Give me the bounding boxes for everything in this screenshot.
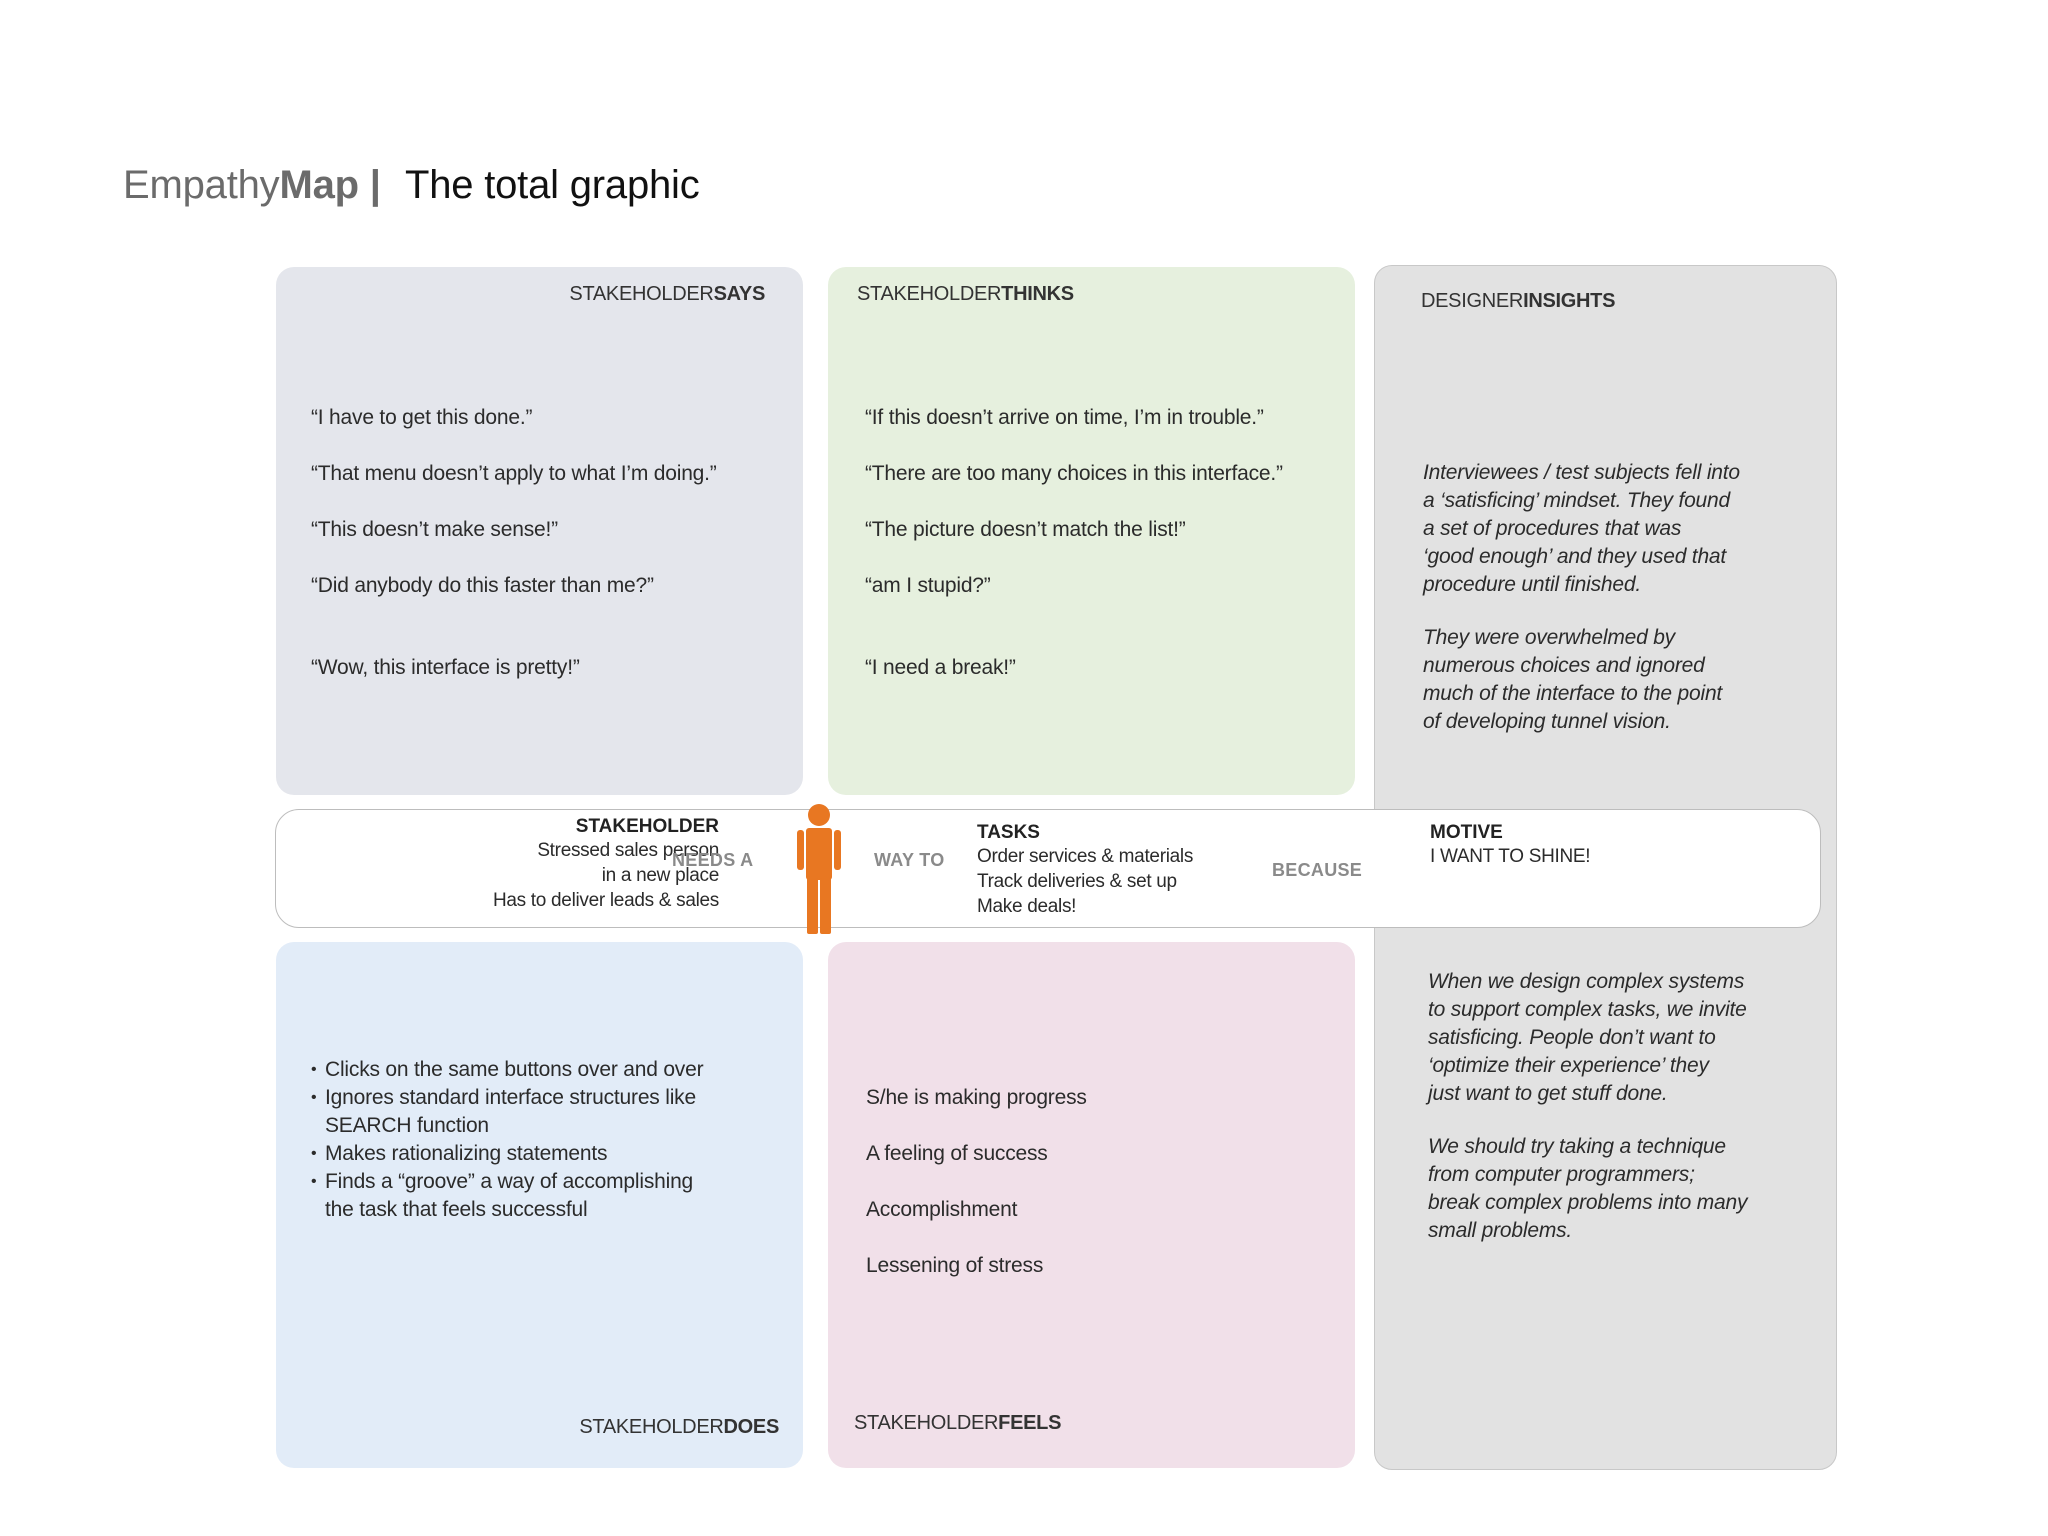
stakeholder-band: STAKEHOLDER Stressed sales person in a n… [275, 809, 1821, 928]
stakeholder-description: Stressed sales person in a new place Has… [493, 838, 719, 913]
because-connector: BECAUSE [1272, 860, 1363, 880]
insights-heading: DESIGNERINSIGHTS [1421, 290, 1616, 312]
does-quadrant: Clicks on the same buttons over and over… [276, 942, 803, 1468]
quote-line: “There are too many choices in this inte… [865, 462, 1283, 485]
list-item: Clicks on the same buttons over and over [311, 1056, 704, 1084]
list-item: Finds a “groove” a way of accomplishing … [311, 1168, 703, 1224]
does-heading: STAKEHOLDERDOES [579, 1416, 779, 1438]
title-separator: | [369, 163, 381, 207]
quote-line: “am I stupid?” [865, 574, 991, 597]
quote-line: “This doesn’t make sense!” [311, 518, 558, 541]
quote-line: “Did anybody do this faster than me?” [311, 574, 654, 597]
stakeholder-line: in a new place [601, 865, 720, 886]
quote-line: “The picture doesn’t match the list!” [865, 518, 1186, 541]
title-subtitle: The total graphic [404, 163, 700, 207]
feels-heading: STAKEHOLDERFEELS [854, 1412, 1062, 1434]
insight-paragraph: When we design complex systems to suppor… [1428, 970, 1747, 1105]
feels-line: A feeling of success [866, 1142, 1048, 1165]
says-heading: STAKEHOLDERSAYS [569, 283, 765, 305]
title-bold: Map [279, 163, 359, 207]
feels-line: S/he is making progress [866, 1086, 1087, 1109]
task-line: Track deliveries & set up [977, 871, 1177, 892]
needs-a-connector: NEEDS A [672, 850, 754, 870]
stakeholder-label: STAKEHOLDER [575, 816, 719, 837]
feels-line: Accomplishment [866, 1198, 1018, 1221]
task-line: Make deals! [977, 896, 1077, 917]
thinks-quotes: “If this doesn’t arrive on time, I’m in … [865, 376, 1283, 710]
quote-line: “Wow, this interface is pretty!” [311, 656, 580, 679]
quote-line: “I need a break!” [865, 656, 1016, 679]
task-line: Order services & materials [977, 846, 1194, 867]
feels-line: Lessening of stress [866, 1254, 1044, 1277]
stakeholder-line: Has to deliver leads & sales [492, 890, 719, 911]
stakeholder-line: Stressed sales person [537, 840, 719, 861]
insight-paragraph: They were overwhelmed by numerous choice… [1423, 626, 1723, 733]
feels-quadrant: S/he is making progress A feeling of suc… [828, 942, 1355, 1468]
thinks-heading: STAKEHOLDERTHINKS [857, 283, 1074, 305]
tasks-label: TASKS [977, 822, 1040, 843]
title-light: Empathy [123, 163, 280, 207]
quote-line: “That menu doesn’t apply to what I’m doi… [311, 462, 717, 485]
page-title: EmpathyMap | The total graphic [123, 163, 700, 208]
motive-text: I WANT TO SHINE! [1430, 846, 1591, 867]
thinks-quadrant: STAKEHOLDERTHINKS “If this doesn’t arriv… [828, 267, 1355, 795]
motive-label: MOTIVE [1430, 822, 1503, 843]
insight-paragraph: We should try taking a technique from co… [1428, 1135, 1748, 1242]
quote-line: “I have to get this done.” [311, 406, 533, 429]
feels-lines: S/he is making progress A feeling of suc… [866, 1056, 1087, 1308]
list-item: Makes rationalizing statements [311, 1140, 703, 1168]
way-to-connector: WAY TO [874, 850, 945, 870]
list-item: Ignores standard interface structures li… [311, 1084, 703, 1140]
does-bullet-list: Clicks on the same buttons over and over… [311, 1056, 704, 1224]
says-quadrant: STAKEHOLDERSAYS “I have to get this done… [276, 267, 803, 795]
quote-line: “If this doesn’t arrive on time, I’m in … [865, 406, 1264, 429]
tasks-description: Order services & materials Track deliver… [977, 844, 1193, 919]
says-quotes: “I have to get this done.” “That menu do… [311, 376, 717, 710]
insight-paragraph: Interviewees / test subjects fell into a… [1423, 461, 1740, 596]
stakeholder-person-icon [797, 804, 841, 934]
